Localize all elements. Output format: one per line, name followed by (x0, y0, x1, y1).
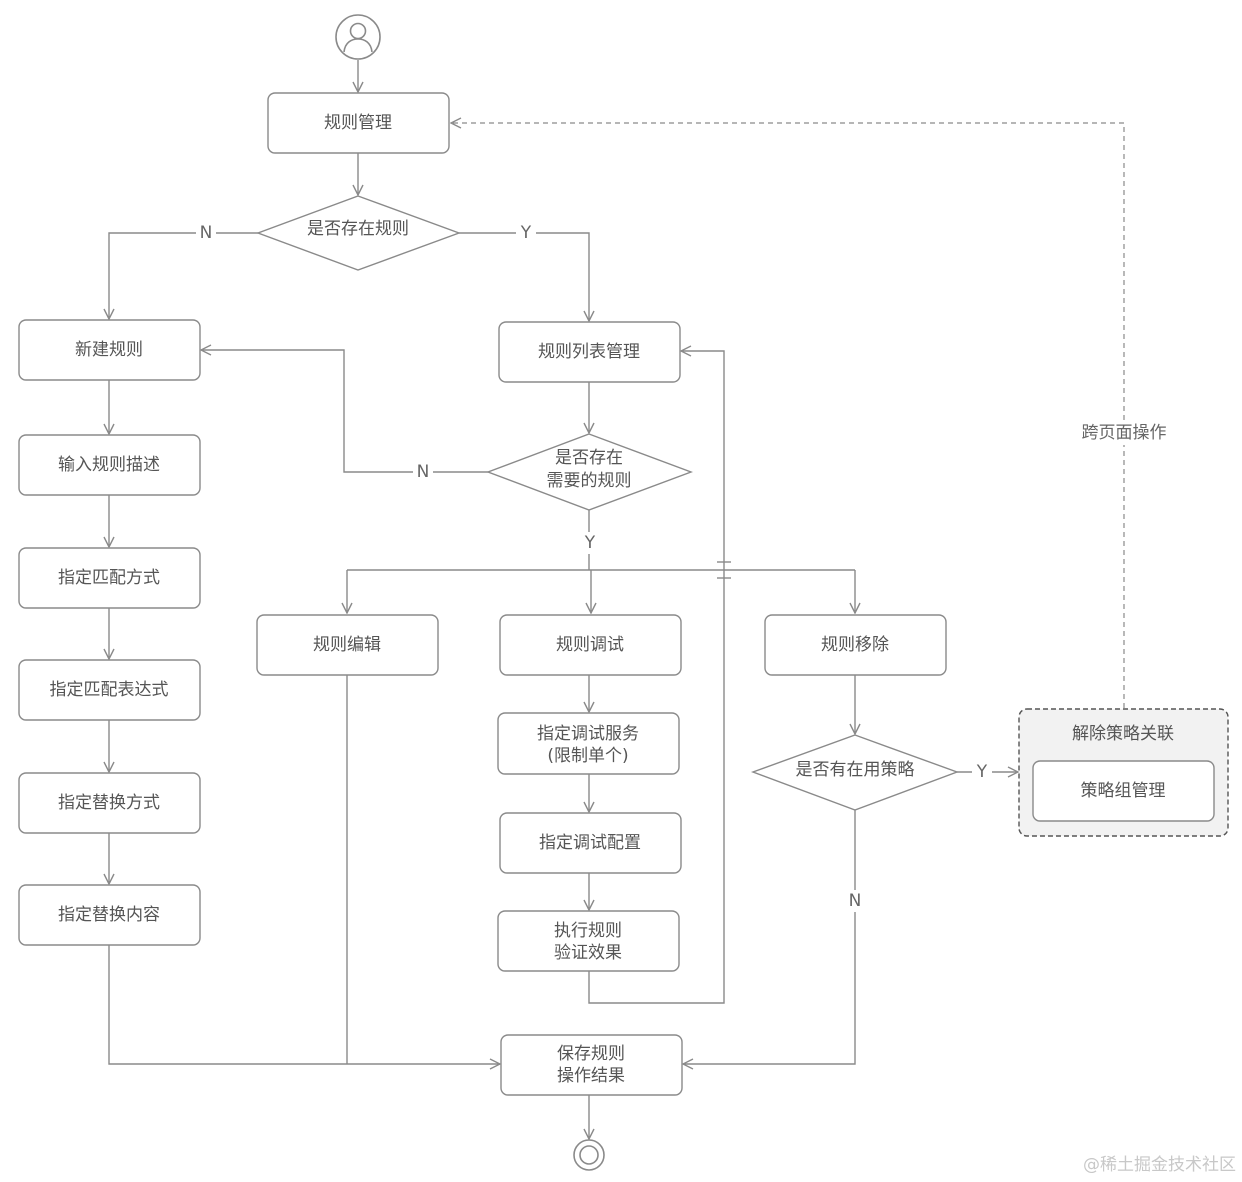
svg-text:规则移除: 规则移除 (821, 635, 889, 655)
start-node (335, 14, 381, 60)
svg-text:指定匹配表达式: 指定匹配表达式 (50, 680, 169, 700)
svg-text:规则列表管理: 规则列表管理 (538, 342, 640, 362)
node-rule-mgmt: 规则管理 (267, 92, 450, 154)
svg-text:指定匹配方式: 指定匹配方式 (58, 568, 160, 588)
svg-text:指定替换内容: 指定替换内容 (58, 905, 160, 925)
decision-has-rules: 是否存在规则 (255, 195, 462, 271)
label-cross-page: 跨页面操作 (1082, 423, 1167, 443)
group-unbind-policy: 解除策略关联 策略组管理 (1018, 708, 1229, 837)
edges (108, 60, 1125, 1139)
edge-no-to-new-rule (109, 232, 258, 319)
edge-yes-to-rule-list (459, 232, 589, 321)
end-node (573, 1139, 605, 1171)
label-y-policy: Y (976, 762, 988, 782)
svg-text:是否存在规则: 是否存在规则 (307, 219, 409, 239)
label-n-new: N (200, 223, 213, 243)
node-rule-debug: 规则调试 (499, 614, 682, 676)
node-rule-list-mgmt: 规则列表管理 (498, 321, 681, 383)
node-new-rule: 新建规则 (18, 319, 201, 381)
svg-text:指定调试配置: 指定调试配置 (539, 833, 641, 853)
svg-text:操作结果: 操作结果 (557, 1066, 625, 1086)
node-policy-group-mgmt: 策略组管理 (1032, 760, 1215, 822)
svg-text:规则调试: 规则调试 (556, 635, 624, 655)
node-save-result: 保存规则 操作结果 (500, 1034, 683, 1096)
svg-text:策略组管理: 策略组管理 (1081, 781, 1166, 801)
edge-decision2-no-to-new (201, 350, 488, 473)
decision-has-policy: 是否有在用策略 (750, 734, 960, 811)
svg-text:指定调试服务: 指定调试服务 (537, 724, 639, 744)
watermark: @稀土掘金技术社区 (1083, 1155, 1236, 1175)
node-match-mode: 指定匹配方式 (18, 547, 201, 609)
edge-cross-page-dashed (451, 123, 1125, 708)
svg-text:输入规则描述: 输入规则描述 (58, 455, 160, 475)
node-rule-remove: 规则移除 (764, 614, 947, 676)
edge-content-to-save (108, 944, 500, 1064)
node-replace-content: 指定替换内容 (18, 884, 201, 946)
svg-text:验证效果: 验证效果 (554, 943, 622, 963)
svg-text:新建规则: 新建规则 (75, 340, 143, 360)
svg-text:(限制单个): (限制单个) (547, 746, 628, 766)
svg-text:指定替换方式: 指定替换方式 (58, 793, 160, 813)
svg-text:需要的规则: 需要的规则 (547, 471, 632, 491)
node-exec-rule: 执行规则 验证效果 (497, 910, 680, 972)
decision-has-needed-rule: 是否存在 需要的规则 (486, 433, 694, 511)
node-rule-edit: 规则编辑 (256, 614, 439, 676)
label-y-list: Y (520, 223, 532, 243)
node-debug-service: 指定调试服务 (限制单个) (497, 712, 680, 775)
edge-labels: N Y N Y Y N 跨页面操作 (196, 222, 1174, 912)
node-match-expr: 指定匹配表达式 (18, 659, 201, 721)
node-debug-config: 指定调试配置 (499, 812, 682, 874)
svg-text:解除策略关联: 解除策略关联 (1072, 724, 1174, 744)
node-input-desc: 输入规则描述 (18, 434, 201, 496)
svg-text:执行规则: 执行规则 (554, 921, 622, 941)
svg-text:是否有在用策略: 是否有在用策略 (796, 760, 915, 780)
svg-text:保存规则: 保存规则 (557, 1044, 625, 1064)
svg-text:规则编辑: 规则编辑 (313, 635, 381, 655)
label-n-back: N (417, 462, 430, 482)
svg-text:是否存在: 是否存在 (555, 448, 623, 468)
edge-exec-loop-to-list (588, 351, 725, 1004)
edge-decision3-no-to-save (683, 810, 856, 1064)
svg-text:规则管理: 规则管理 (324, 113, 392, 133)
user-icon (343, 22, 373, 53)
label-n-save: N (849, 891, 862, 911)
label-y-ops: Y (584, 533, 596, 553)
node-replace-mode: 指定替换方式 (18, 772, 201, 834)
